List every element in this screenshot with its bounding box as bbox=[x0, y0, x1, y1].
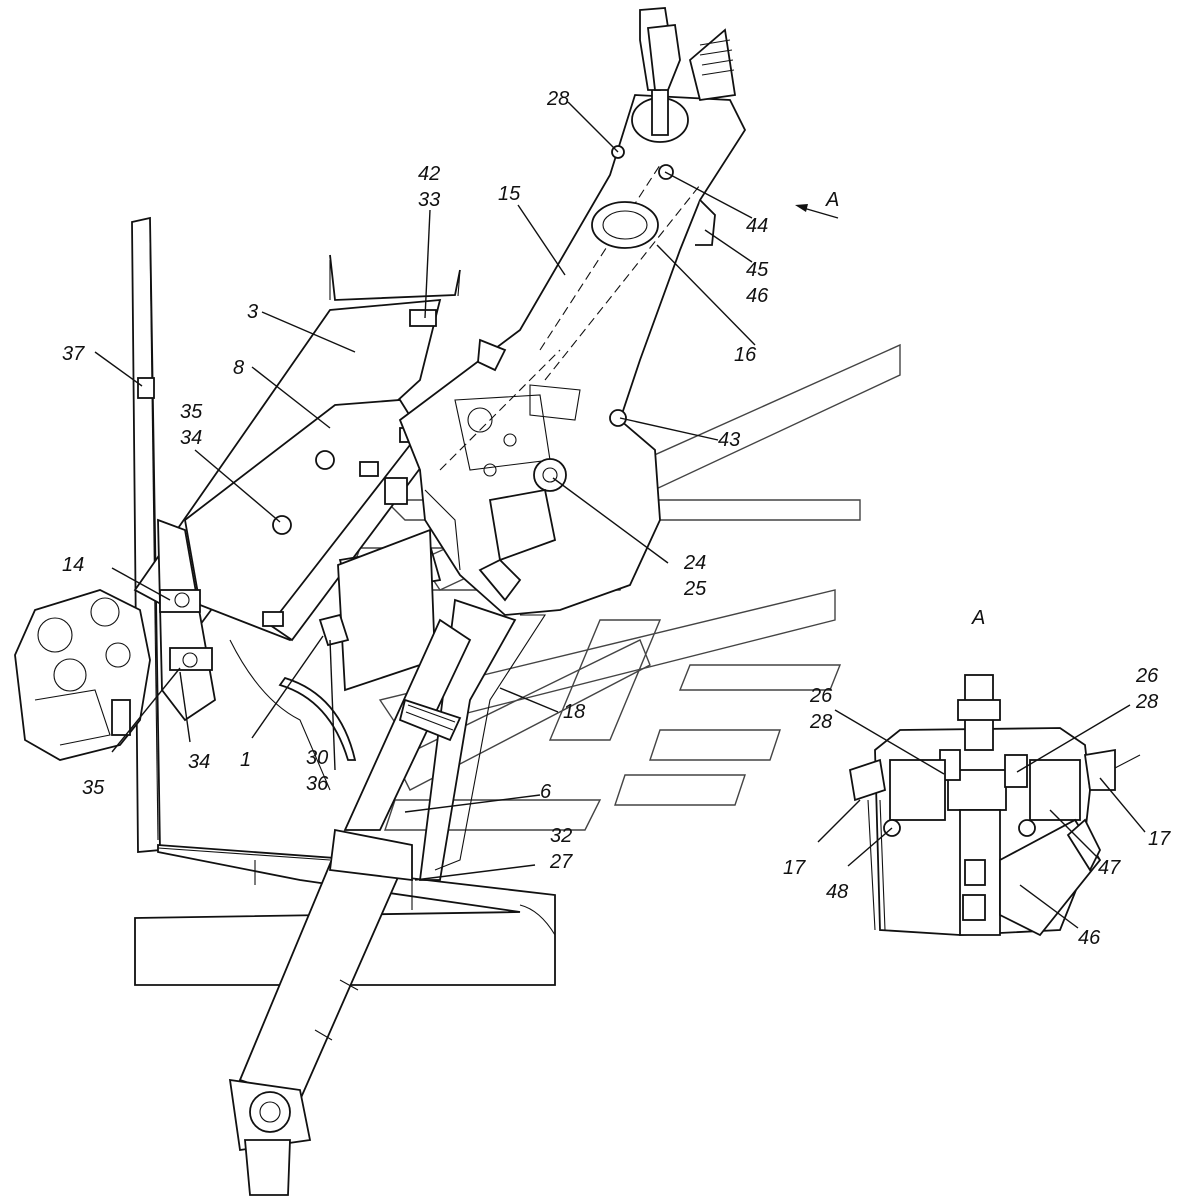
callout-35: 35 bbox=[82, 777, 105, 799]
callout-34: 34 bbox=[188, 751, 210, 773]
callout-number: 44 bbox=[746, 215, 768, 237]
callout-number: 28 bbox=[1135, 691, 1158, 713]
callout-number: 17 bbox=[783, 857, 806, 879]
callout-number: 34 bbox=[188, 751, 210, 773]
wall-bracket bbox=[157, 518, 216, 722]
callout-number: 26 bbox=[1135, 665, 1159, 687]
callout-number: 26 bbox=[809, 685, 833, 707]
callout-6: 6 bbox=[540, 781, 552, 803]
view-a-detail bbox=[848, 674, 1141, 937]
callout-number: 27 bbox=[549, 851, 573, 873]
column-housing bbox=[398, 7, 747, 616]
callout-number: 17 bbox=[1148, 828, 1171, 850]
callout-number: 6 bbox=[540, 781, 552, 803]
callout-43: 43 bbox=[718, 429, 740, 451]
callout-number: 18 bbox=[563, 701, 585, 723]
callout-46: 46 bbox=[1078, 927, 1101, 949]
callout-number: 48 bbox=[826, 881, 848, 903]
callout-48: 48 bbox=[826, 881, 848, 903]
callout-number: 16 bbox=[734, 344, 757, 366]
callout-number: 3 bbox=[247, 301, 258, 323]
callout-number: 14 bbox=[62, 554, 84, 576]
cab-wall bbox=[131, 216, 161, 853]
callout-16: 16 bbox=[734, 344, 757, 366]
callout-number: 24 bbox=[683, 552, 706, 574]
callout-number: 35 bbox=[82, 777, 105, 799]
callout-8: 8 bbox=[233, 357, 244, 379]
leader-lines bbox=[94, 101, 1146, 929]
callout-number: 34 bbox=[180, 427, 202, 449]
view-a-arrow: A bbox=[795, 189, 839, 219]
callout-number: 36 bbox=[306, 773, 329, 795]
plate-8 bbox=[184, 399, 432, 642]
callout-number: 8 bbox=[233, 357, 244, 379]
callout-number: 25 bbox=[683, 578, 707, 600]
callout-number: 46 bbox=[1078, 927, 1101, 949]
tilt-mechanism bbox=[318, 458, 567, 692]
callout-37: 37 bbox=[62, 343, 85, 365]
callout-1: 1 bbox=[240, 749, 251, 771]
callout-number: 15 bbox=[498, 183, 521, 205]
callout-44: 44 bbox=[746, 215, 768, 237]
view-label: A bbox=[971, 607, 985, 629]
callout-number: 47 bbox=[1098, 857, 1121, 879]
valve-block bbox=[14, 589, 151, 761]
callout-number: 28 bbox=[546, 88, 569, 110]
callout-number: 28 bbox=[809, 711, 832, 733]
callout-number: 46 bbox=[746, 285, 769, 307]
callout-number: 37 bbox=[62, 343, 85, 365]
callout-number: 45 bbox=[746, 259, 769, 281]
clip-37 bbox=[137, 377, 155, 399]
callout-15: 15 bbox=[498, 183, 521, 205]
steering-shaft bbox=[228, 598, 547, 1196]
callout-number: 35 bbox=[180, 401, 203, 423]
callout-number: 33 bbox=[418, 189, 440, 211]
callout-17: 17 bbox=[783, 857, 806, 879]
callout-number: 1 bbox=[240, 749, 251, 771]
callout-number: 42 bbox=[418, 163, 440, 185]
callout-number: 32 bbox=[550, 825, 572, 847]
view-arrow-label: A bbox=[825, 189, 839, 211]
callout-14: 14 bbox=[62, 554, 84, 576]
callout-47: 47 bbox=[1098, 857, 1121, 879]
callout-18: 18 bbox=[563, 701, 585, 723]
callout-28: 28 bbox=[546, 88, 569, 110]
callout-number: 43 bbox=[718, 429, 740, 451]
callout-3: 3 bbox=[247, 301, 258, 323]
callout-number: 30 bbox=[306, 747, 328, 769]
callout-17: 17 bbox=[1148, 828, 1171, 850]
